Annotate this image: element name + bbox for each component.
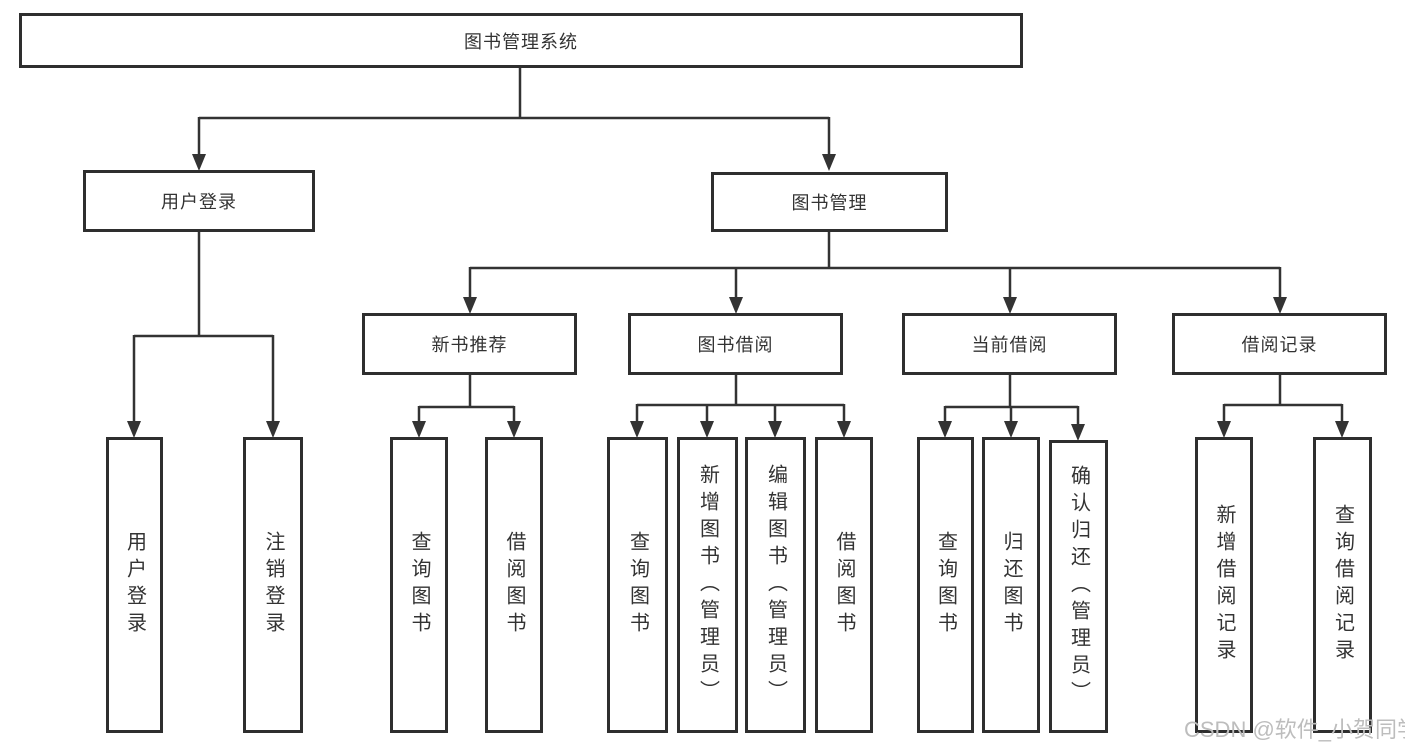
node-user-login: 用户登录 — [83, 170, 315, 232]
leaf-query-books-recommend: 查询图书 — [390, 437, 448, 733]
node-book-management-system: 图书管理系统 — [19, 13, 1023, 68]
leaf-borrow-books-recommend: 借阅图书 — [485, 437, 543, 733]
node-borrow-records: 借阅记录 — [1172, 313, 1387, 375]
node-current-borrow: 当前借阅 — [902, 313, 1117, 375]
csdn-watermark: CSDN @软件_小贺同学 — [1184, 717, 1405, 742]
leaf-edit-book-admin: 编辑图书（管理员） — [745, 437, 806, 733]
node-new-book-recommend: 新书推荐 — [362, 313, 577, 375]
leaf-query-borrow-record: 查询借阅记录 — [1313, 437, 1372, 733]
leaf-borrow-books: 借阅图书 — [815, 437, 873, 733]
leaf-user-login: 用户登录 — [106, 437, 163, 733]
leaf-query-books-current: 查询图书 — [917, 437, 974, 733]
leaf-confirm-return-admin: 确认归还（管理员） — [1049, 440, 1108, 733]
leaf-query-books-borrow: 查询图书 — [607, 437, 668, 733]
node-book-borrow: 图书借阅 — [628, 313, 843, 375]
leaf-add-borrow-record: 新增借阅记录 — [1195, 437, 1253, 733]
leaf-logout: 注销登录 — [243, 437, 303, 733]
arrowheads — [127, 154, 1349, 441]
node-book-management: 图书管理 — [711, 172, 948, 232]
leaf-return-books: 归还图书 — [982, 437, 1040, 733]
leaf-add-book-admin: 新增图书（管理员） — [677, 437, 738, 733]
